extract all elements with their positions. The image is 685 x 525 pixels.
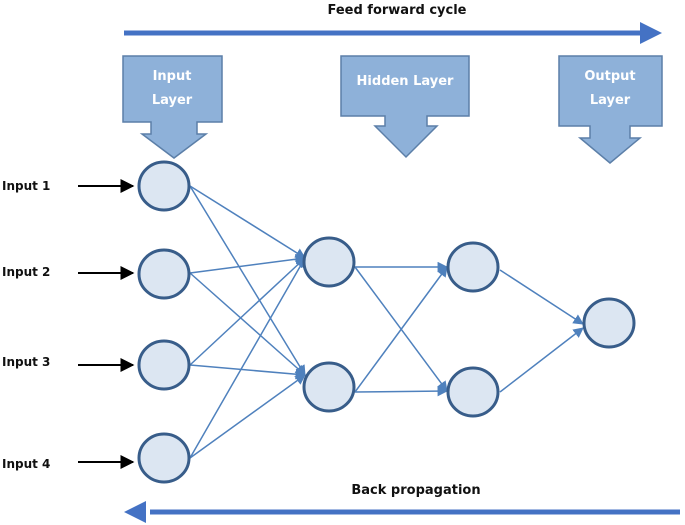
input-label-4: Input 4	[2, 457, 50, 471]
edge-h4-o1	[499, 327, 584, 393]
input-label-1: Input 1	[2, 179, 50, 193]
input-label-2: Input 2	[2, 265, 50, 279]
edge-i1-h1	[189, 185, 306, 259]
hidden-layer-label: Hidden Layer	[357, 74, 454, 89]
input-node-3	[137, 339, 191, 391]
edge-h3-o1	[499, 269, 584, 325]
edge-i3-h2	[189, 364, 307, 380]
input-layer-callout: Input Layer	[122, 55, 223, 159]
input-node-4	[137, 432, 191, 484]
output-layer-callout: Output Layer	[558, 55, 663, 164]
hidden-layer-callout: Hidden Layer	[340, 55, 470, 159]
edge-i2-h1	[189, 254, 307, 274]
hidden2-node-1	[446, 241, 500, 293]
feed-forward-label: Feed forward cycle	[327, 3, 466, 18]
input-label-3: Input 3	[2, 355, 50, 369]
hidden1-node-2	[302, 361, 356, 413]
back-propagation-label: Back propagation	[351, 483, 480, 498]
edge-i4-h2	[189, 374, 306, 459]
edge-i3-h1	[189, 257, 306, 366]
input-layer-label-line2: Layer	[152, 93, 193, 108]
network-connections	[189, 185, 584, 459]
hidden1-node-1	[302, 236, 356, 288]
input-arrows	[78, 179, 135, 469]
nodes	[137, 160, 636, 484]
output-layer-label-line1: Output	[584, 69, 635, 84]
input-node-2	[137, 248, 191, 300]
hidden2-node-2	[446, 366, 500, 418]
edge-i1-h2	[189, 185, 306, 376]
input-layer-label-line1: Input	[153, 69, 192, 84]
feed-forward-arrow	[124, 22, 662, 44]
edge-h2-h3	[354, 266, 448, 393]
edge-i2-h2	[189, 272, 306, 376]
input-node-1	[137, 160, 191, 212]
back-propagation-arrow	[124, 501, 680, 523]
edge-i4-h1	[189, 257, 306, 459]
output-node-1	[582, 297, 636, 349]
edge-h2-h4	[354, 385, 449, 397]
input-labels: Input 1 Input 2 Input 3 Input 4	[2, 179, 50, 471]
output-layer-label-line2: Layer	[590, 93, 631, 108]
